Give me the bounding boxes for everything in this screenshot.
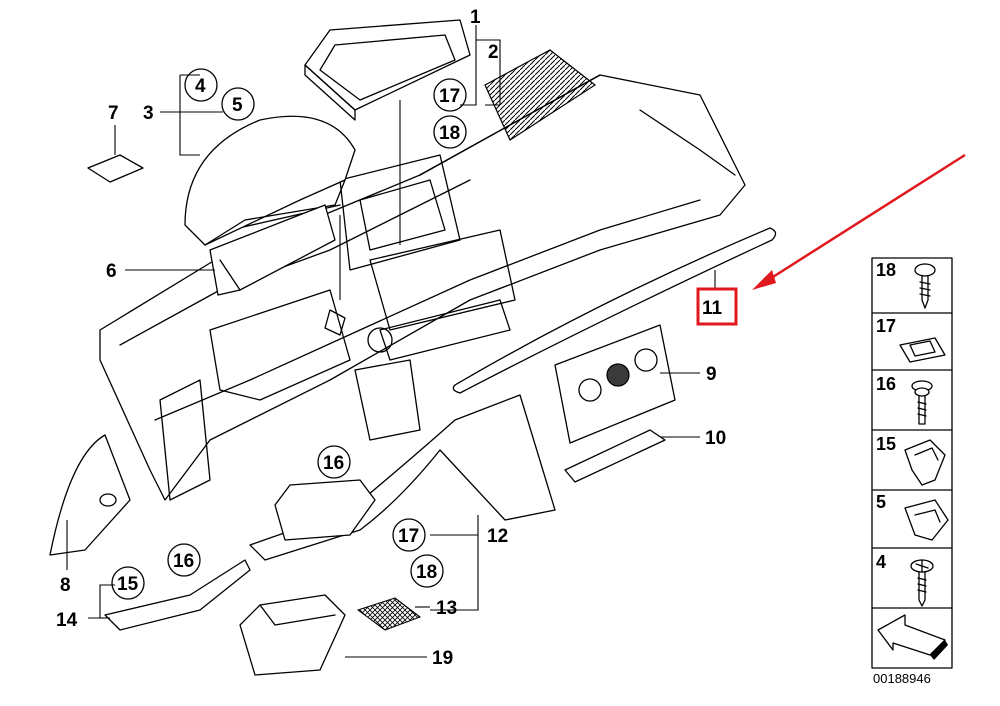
callout-6: 6 — [106, 261, 117, 282]
callout-10: 10 — [705, 428, 726, 449]
screw-icon — [914, 263, 936, 309]
callout-16-lower: 16 — [173, 551, 194, 572]
callout-13: 13 — [436, 598, 457, 619]
callout-18-upper: 18 — [439, 123, 460, 144]
part-13-pad — [356, 597, 422, 631]
callout-19: 19 — [432, 648, 453, 669]
legend-item-4: 4 — [876, 552, 886, 572]
callout-5: 5 — [232, 95, 243, 116]
callout-9: 9 — [706, 364, 717, 385]
part-1-tray — [304, 19, 471, 121]
highlight-box — [696, 287, 738, 326]
clip-nut-icon — [899, 337, 946, 363]
part-9-center-panel — [554, 324, 676, 444]
document-number: 00188946 — [873, 671, 931, 686]
part-2-grille — [484, 49, 597, 141]
callout-17-lower: 17 — [398, 526, 419, 547]
part-8-side-cover — [49, 434, 131, 556]
callout-1: 1 — [470, 7, 481, 28]
part-7-pad — [87, 154, 144, 183]
legend-item-15: 15 — [876, 434, 896, 454]
callout-16-upper: 16 — [323, 453, 344, 474]
callout-12: 12 — [487, 526, 508, 547]
screw-washer-icon — [910, 559, 934, 607]
bolt-washer-icon — [911, 380, 933, 425]
part-14-trim — [104, 559, 251, 631]
legend-item-18: 18 — [876, 260, 896, 280]
highlight-arrow — [752, 153, 966, 290]
orientation-arrow-icon — [877, 614, 948, 660]
clip-icon — [904, 499, 949, 541]
leader-lines — [66, 25, 716, 658]
callout-4: 4 — [195, 76, 206, 97]
part-11-trim-strip — [452, 227, 777, 394]
part-10-bezel — [564, 429, 666, 483]
callout-11: 11 — [702, 298, 723, 319]
legend-item-16: 16 — [876, 374, 896, 394]
callout-18-lower: 18 — [416, 562, 437, 583]
callout-8: 8 — [60, 575, 71, 596]
fastener-legend: 18 17 16 15 5 4 — [871, 257, 953, 686]
part-19-compartment — [239, 594, 346, 676]
callout-3: 3 — [143, 103, 154, 124]
legend-item-5: 5 — [876, 492, 886, 512]
callout-7: 7 — [108, 103, 119, 124]
part-3-instrument-cover — [184, 115, 356, 246]
callout-14: 14 — [56, 610, 78, 631]
callouts: 1 2 3 4 5 6 7 8 9 10 11 12 13 14 15 16 1… — [56, 7, 726, 669]
part-16-knee-box — [274, 479, 376, 541]
dashboard-carrier — [99, 74, 746, 501]
part-6-trim — [209, 204, 336, 296]
expanding-clip-icon — [904, 439, 946, 486]
callout-17-upper: 17 — [439, 86, 460, 107]
callout-15: 15 — [117, 574, 139, 595]
callout-2: 2 — [488, 42, 499, 63]
legend-item-17: 17 — [876, 316, 896, 336]
